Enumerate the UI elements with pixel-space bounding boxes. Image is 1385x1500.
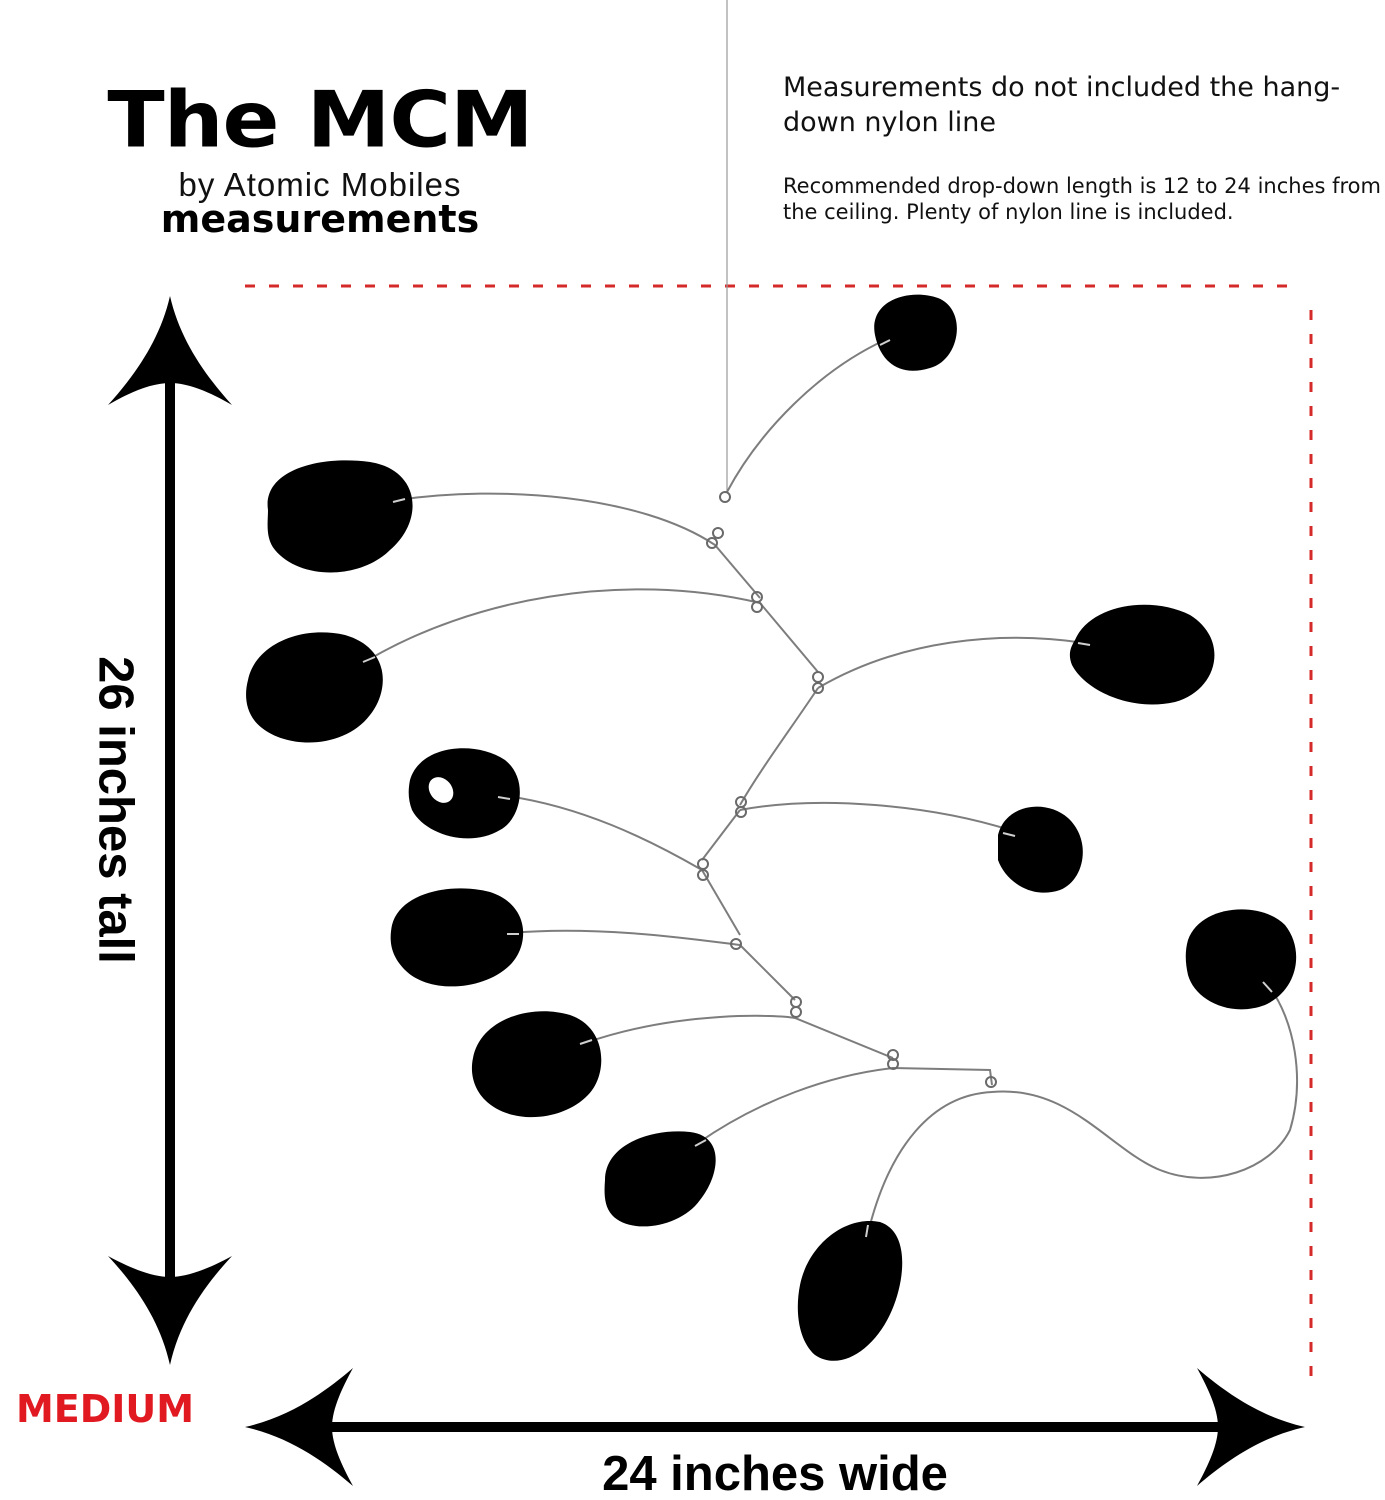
hook-2 — [712, 527, 724, 539]
wire-8 — [701, 809, 741, 861]
wire-hooks — [697, 491, 997, 1088]
leaf-11 — [797, 1220, 903, 1361]
hook-13 — [790, 996, 802, 1008]
height-arrow-head-down — [108, 1256, 232, 1365]
width-arrow-head-right — [1197, 1368, 1305, 1486]
hook-1 — [719, 491, 731, 503]
height-arrow-shaft — [165, 380, 175, 1280]
leaf-4 — [1069, 604, 1215, 705]
wire-11 — [584, 1014, 894, 1059]
wire-2 — [397, 492, 761, 599]
hook-5 — [751, 601, 763, 613]
dropdown-note: Recommended drop-down length is 12 to 24… — [783, 174, 1381, 224]
brand-byline: by Atomic Mobiles — [178, 166, 462, 203]
leaf-1 — [874, 294, 957, 371]
brand-title: The MCM — [107, 74, 533, 166]
hook-14 — [790, 1006, 802, 1018]
height-arrow — [108, 296, 232, 1365]
leaf-3 — [246, 632, 383, 743]
height-arrow-head-up — [108, 296, 232, 405]
leaf-9 — [471, 1011, 602, 1118]
leaf-8 — [390, 888, 524, 987]
width-arrow-shaft — [330, 1422, 1220, 1432]
height-label: 26 inches tall — [88, 656, 143, 964]
leaf-10 — [604, 1131, 716, 1227]
hook-11 — [697, 869, 709, 881]
wire-5 — [739, 687, 819, 806]
leaf-5-hole — [428, 777, 454, 803]
height-label-container: 26 inches tall — [88, 640, 143, 980]
wire-1 — [726, 339, 886, 493]
wire-6 — [739, 801, 1011, 831]
size-badge: MEDIUM — [15, 1387, 195, 1431]
leaf-slits — [362, 339, 1273, 1238]
width-arrow-head-left — [245, 1368, 353, 1486]
hook-12 — [730, 938, 742, 950]
wire-3 — [367, 588, 819, 673]
wire-9 — [701, 869, 741, 936]
wire-4 — [817, 636, 1086, 689]
leaf-6 — [998, 806, 1083, 893]
page-subtitle: measurements — [160, 197, 480, 241]
mobile-leaves — [246, 294, 1297, 1361]
wire-10 — [509, 929, 796, 1001]
hook-17 — [985, 1076, 997, 1088]
hook-3 — [706, 537, 718, 549]
leaf-2 — [267, 460, 413, 573]
hook-7 — [812, 682, 824, 694]
hook-6 — [812, 671, 824, 683]
wire-7 — [499, 794, 703, 871]
wire-13 — [869, 1091, 993, 1226]
measurement-note: Measurements do not included the hang-do… — [783, 72, 1341, 138]
wire-14 — [991, 984, 1298, 1179]
width-arrow — [245, 1368, 1305, 1486]
leaf-7 — [1185, 909, 1297, 1010]
hook-9 — [735, 806, 747, 818]
hook-16 — [887, 1058, 899, 1070]
width-label: 24 inches wide — [602, 1447, 948, 1500]
hook-10 — [697, 858, 709, 870]
leaf-5 — [408, 748, 520, 839]
